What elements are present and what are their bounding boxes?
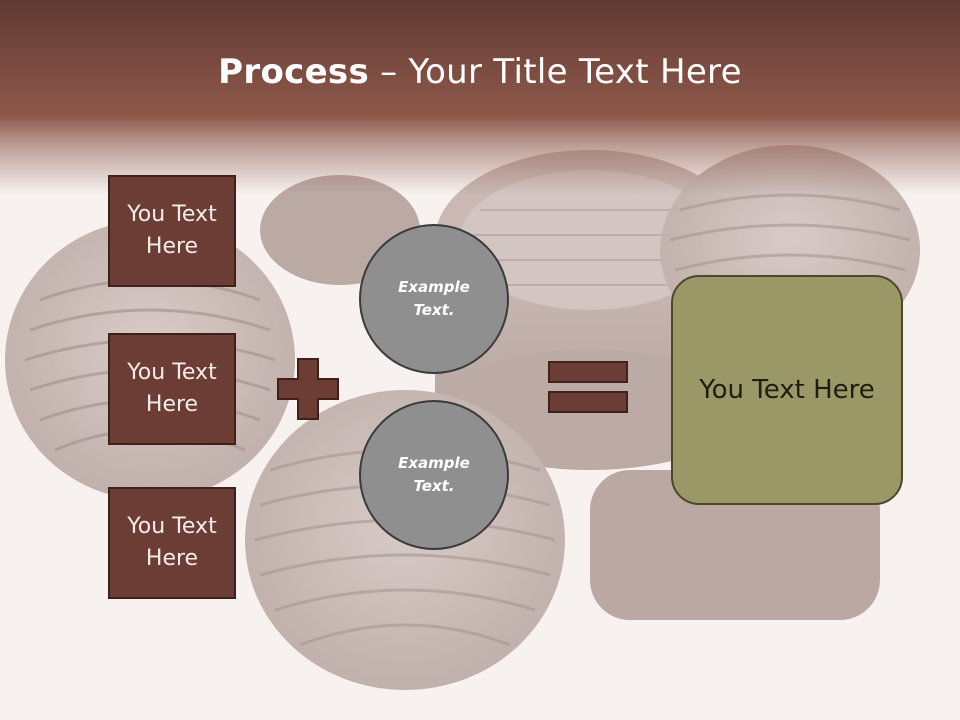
title-bold: Process <box>218 52 370 92</box>
input-box-1[interactable]: You Text Here <box>108 175 236 287</box>
example-circle-2[interactable]: Example Text. <box>359 400 509 550</box>
input-box-3-label: You Text Here <box>127 514 217 571</box>
equals-icon <box>548 361 628 413</box>
input-box-2-label: You Text Here <box>127 360 217 417</box>
example-circle-1[interactable]: Example Text. <box>359 224 509 374</box>
input-box-2[interactable]: You Text Here <box>108 333 236 445</box>
title-rest: – Your Title Text Here <box>369 52 742 92</box>
result-box-label: You Text Here <box>699 375 875 405</box>
result-box[interactable]: You Text Here <box>671 275 903 505</box>
example-circle-2-label: Example Text. <box>398 454 470 495</box>
input-box-3[interactable]: You Text Here <box>108 487 236 599</box>
slide-title: Process – Your Title Text Here <box>0 52 960 92</box>
example-circle-1-label: Example Text. <box>398 278 470 319</box>
plus-icon <box>277 358 339 420</box>
title-bar <box>0 0 960 195</box>
input-box-1-label: You Text Here <box>127 202 217 259</box>
